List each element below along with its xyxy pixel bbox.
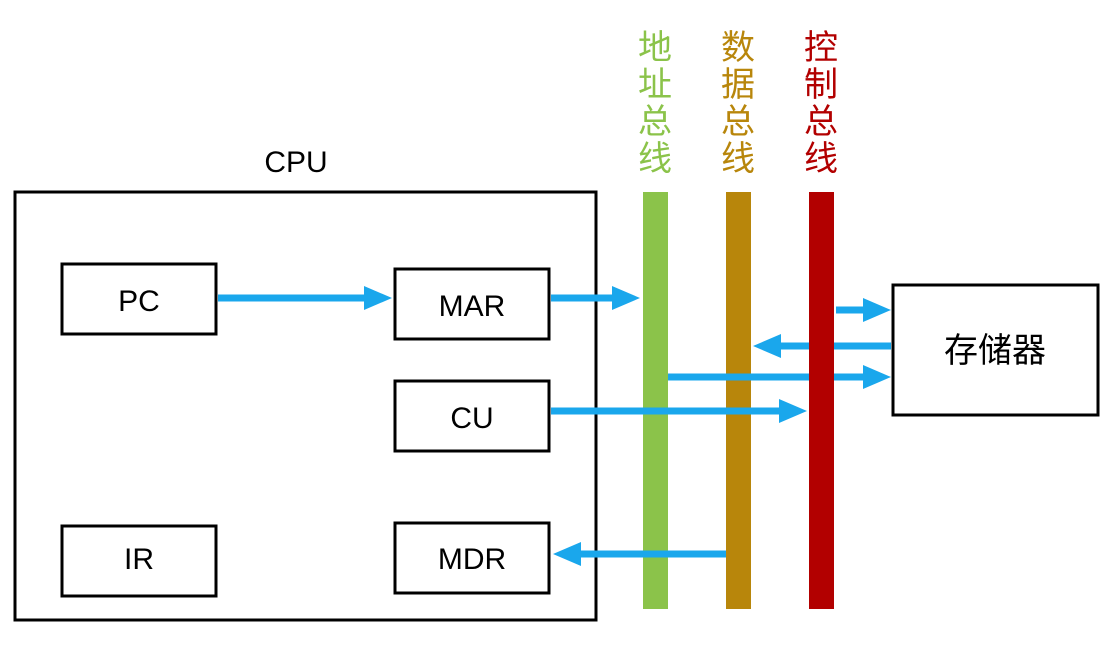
data-bus-to-mdr-arrow (553, 542, 726, 566)
address-bus-char: 地 (638, 28, 672, 68)
pc-to-mar-arrow (218, 286, 392, 310)
data-bus-label: 数 据 总 线 (713, 30, 763, 178)
control-to-memory-arrow (836, 298, 891, 322)
control-bus-char: 线 (804, 139, 838, 179)
memory-to-data-bus-arrow (753, 334, 891, 358)
control-bus-char: 控 (804, 28, 838, 68)
control-bus-char: 制 (804, 65, 838, 105)
data-bus-bar (726, 192, 751, 609)
cpu-box (13, 190, 598, 622)
address-bus-char: 线 (638, 139, 672, 179)
data-bus-char: 总 (721, 102, 755, 142)
control-bus-bar (809, 192, 834, 609)
address-bus-label: 地 址 总 线 (630, 30, 680, 178)
cu-to-control-bus-arrow (551, 399, 807, 423)
memory-label: 存储器 (944, 331, 1046, 371)
pc-register: PC (60, 262, 218, 336)
address-bus-char: 总 (638, 102, 672, 142)
ir-label: IR (124, 543, 154, 576)
arrows-under-buses (218, 286, 891, 358)
data-bus-char: 数 (721, 28, 755, 68)
mar-to-address-bus-arrow (551, 286, 640, 310)
memory-box: 存储器 (891, 283, 1100, 417)
address-to-memory-arrow (668, 365, 891, 389)
pc-label: PC (118, 285, 160, 318)
control-bus-char: 总 (804, 102, 838, 142)
mar-label: MAR (439, 290, 506, 323)
cu-label: CU (450, 402, 493, 435)
address-bus-bar (643, 192, 668, 609)
ir-register: IR (60, 524, 218, 598)
cu-register: CU (393, 379, 551, 453)
control-bus-label: 控 制 总 线 (796, 30, 846, 178)
mdr-label: MDR (438, 543, 506, 576)
cpu-title: CPU (264, 146, 327, 179)
mar-register: MAR (393, 267, 551, 341)
data-bus-char: 线 (721, 139, 755, 179)
data-bus-char: 据 (721, 65, 755, 105)
address-bus-char: 址 (638, 65, 672, 105)
arrows-over-address-data (551, 365, 891, 566)
mdr-register: MDR (393, 521, 551, 595)
